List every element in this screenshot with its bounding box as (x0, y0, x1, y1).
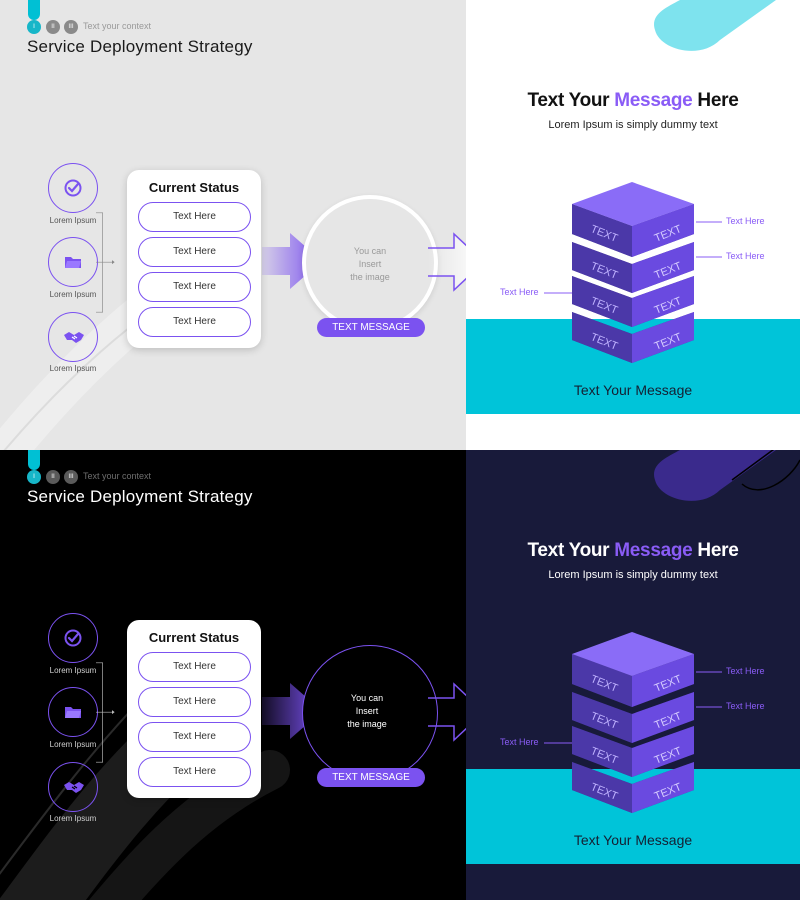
handshake-circle[interactable] (48, 762, 98, 812)
check-circle[interactable] (48, 613, 98, 663)
right-panel: Text Your Message Here Lorem Ipsum is si… (466, 450, 800, 900)
nav-dot-3[interactable]: III (64, 20, 78, 34)
nav-marker (28, 0, 40, 20)
icon-label: Lorem Ipsum (49, 290, 97, 299)
image-placeholder[interactable]: You can Insert the image (302, 195, 438, 331)
right-subtitle: Lorem Ipsum is simply dummy text (548, 569, 718, 581)
stack-layer-2 (572, 692, 694, 743)
stack-layer-2 (572, 242, 694, 293)
text-message-pill[interactable]: TEXT MESSAGE (317, 318, 425, 337)
status-item[interactable]: Text Here (138, 237, 251, 267)
left-panel: I II III Text your context Service Deplo… (0, 450, 466, 900)
status-title: Current Status (148, 180, 240, 195)
status-item[interactable]: Text Here (138, 202, 251, 232)
text-message-pill[interactable]: TEXT MESSAGE (317, 768, 425, 787)
icon-bracket-connector (96, 212, 115, 313)
callout-label: Text Here (500, 737, 539, 747)
icon-label: Lorem Ipsum (49, 216, 97, 225)
callout-lines (544, 671, 722, 744)
status-title: Current Status (148, 630, 240, 645)
callout-lines (544, 221, 722, 294)
handshake-circle[interactable] (48, 312, 98, 362)
right-title: Text Your Message Here (527, 90, 739, 111)
callout-label: Text Here (726, 216, 765, 226)
flow-arrow (262, 233, 322, 289)
icon-label: Lorem Ipsum (49, 814, 97, 823)
status-item[interactable]: Text Here (138, 722, 251, 752)
left-panel: I II III Text your context Service Deplo… (0, 0, 466, 450)
folder-circle[interactable] (48, 687, 98, 737)
status-item[interactable]: Text Here (138, 687, 251, 717)
right-panel: Text Your Message Here Lorem Ipsum is si… (466, 0, 800, 450)
slide-title: Service Deployment Strategy (27, 487, 253, 506)
folder-circle[interactable] (48, 237, 98, 287)
folder-icon (65, 257, 81, 268)
check-icon (64, 629, 82, 647)
callout-label: Text Here (726, 666, 765, 676)
handshake-icon (64, 332, 84, 343)
image-placeholder-text: You can Insert the image (350, 246, 390, 282)
context-text: Text your context (83, 21, 152, 31)
status-item[interactable]: Text Here (138, 307, 251, 337)
stack-layer-1 (572, 182, 694, 257)
server-stack (572, 182, 694, 363)
current-status-card: Current Status Text Here Text Here Text … (127, 620, 261, 798)
output-arrow (428, 232, 466, 292)
callout-label: Text Here (500, 287, 539, 297)
nav-marker (28, 450, 40, 470)
nav-dot-2[interactable]: II (46, 20, 60, 34)
check-icon (64, 179, 82, 197)
icon-label: Lorem Ipsum (49, 740, 97, 749)
handshake-icon (64, 782, 84, 793)
status-item[interactable]: Text Here (138, 272, 251, 302)
nav-dot-3[interactable]: III (64, 470, 78, 484)
stack-layer-3 (572, 276, 694, 327)
stack-layer-1 (572, 632, 694, 707)
stack-layer-4 (572, 312, 694, 363)
decorative-pill-shape (654, 0, 776, 51)
nav-dot-2[interactable]: II (46, 470, 60, 484)
icon-bracket-connector (96, 662, 115, 763)
nav-dot-1[interactable]: I (27, 20, 41, 34)
callout-label: Text Here (726, 251, 765, 261)
band-text: Text Your Message (573, 382, 693, 398)
image-placeholder-text: You can Insert the image (347, 693, 387, 729)
stack-layer-4 (572, 762, 694, 813)
icon-label: Lorem Ipsum (49, 364, 97, 373)
check-circle[interactable] (48, 163, 98, 213)
server-stack (572, 632, 694, 813)
output-arrow (428, 682, 466, 742)
slide-dark[interactable]: I II III Text your context Service Deplo… (0, 450, 800, 900)
callout-label: Text Here (726, 701, 765, 711)
right-subtitle: Lorem Ipsum is simply dummy text (548, 119, 718, 131)
status-item[interactable]: Text Here (138, 757, 251, 787)
status-item[interactable]: Text Here (138, 652, 251, 682)
flow-arrow (262, 683, 322, 739)
band-text: Text Your Message (573, 832, 693, 848)
slide-light[interactable]: I II III Text your context Service Deplo… (0, 0, 800, 450)
folder-icon (65, 707, 81, 718)
stack-layer-3 (572, 726, 694, 777)
right-title: Text Your Message Here (527, 540, 739, 561)
slide-title: Service Deployment Strategy (27, 37, 253, 56)
nav-dot-1[interactable]: I (27, 470, 41, 484)
image-placeholder[interactable]: You can Insert the image (302, 645, 438, 781)
icon-label: Lorem Ipsum (49, 666, 97, 675)
current-status-card: Current Status Text Here Text Here Text … (127, 170, 261, 348)
decorative-pill-shape (654, 450, 800, 501)
context-text: Text your context (83, 471, 152, 481)
